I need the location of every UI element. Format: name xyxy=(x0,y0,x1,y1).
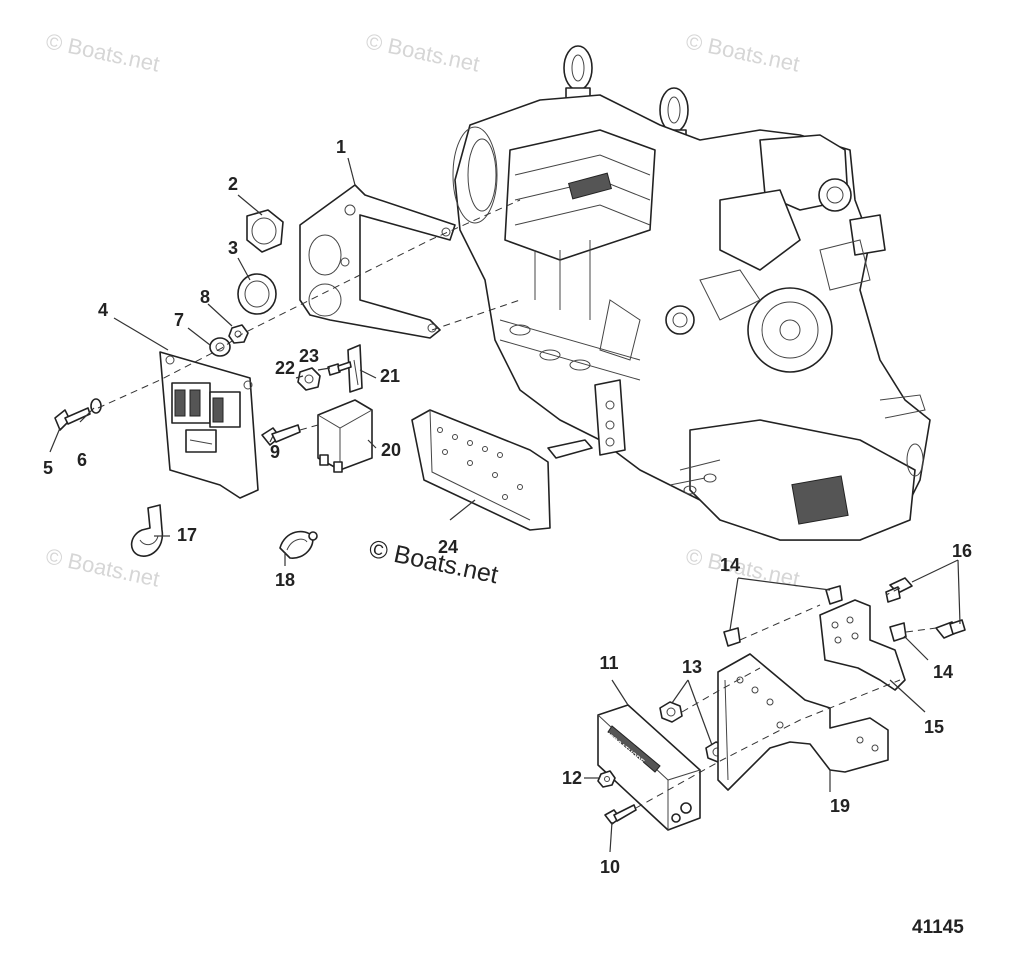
callout-12: 12 xyxy=(561,768,583,788)
callout-16: 16 xyxy=(951,541,973,561)
part-9-bolt xyxy=(261,424,301,446)
part-4-ecm xyxy=(159,351,259,499)
part-15-bracket xyxy=(819,599,906,691)
part-11-mercathode-module xyxy=(597,704,701,831)
part-21-clip xyxy=(347,344,363,393)
part-23-screw xyxy=(327,361,352,376)
leader-lines xyxy=(49,157,961,853)
assembly-lines xyxy=(97,199,937,809)
callout-1: 1 xyxy=(335,137,347,157)
callout-5: 5 xyxy=(42,458,54,478)
part-16-bolt xyxy=(885,577,966,639)
part-5-bolt xyxy=(54,407,91,431)
callout-14-right: 14 xyxy=(932,662,954,682)
part-6-washer xyxy=(90,398,102,414)
callout-19: 19 xyxy=(829,796,851,816)
part-7-nut xyxy=(209,337,231,357)
callout-9: 9 xyxy=(269,442,281,462)
part-14-screw xyxy=(723,585,907,647)
callout-15: 15 xyxy=(923,717,945,737)
part-12-nut xyxy=(597,770,616,788)
callout-4: 4 xyxy=(97,300,109,320)
part-3-grommet xyxy=(237,273,277,315)
callout-14-top: 14 xyxy=(719,555,741,575)
callout-2: 2 xyxy=(227,174,239,194)
part-8-nut xyxy=(228,324,249,344)
part-10-screw xyxy=(604,804,637,825)
part-24-plate xyxy=(411,409,593,531)
callout-7: 7 xyxy=(173,310,185,330)
callout-20: 20 xyxy=(380,440,402,460)
callout-24: 24 xyxy=(437,537,459,557)
callout-22: 22 xyxy=(274,358,296,378)
part-20-relay xyxy=(317,399,373,473)
callout-13: 13 xyxy=(681,657,703,677)
part-19-bracket xyxy=(717,653,889,791)
callout-18: 18 xyxy=(274,570,296,590)
callout-6: 6 xyxy=(76,450,88,470)
engine-assembly xyxy=(452,45,931,541)
figure-number: 41145 xyxy=(912,917,964,938)
callout-21: 21 xyxy=(379,366,401,386)
part-17-clamp xyxy=(130,504,164,557)
part-2-nut xyxy=(246,209,284,253)
part-18-clip xyxy=(279,530,318,559)
part-1-bracket xyxy=(299,184,456,339)
callout-10: 10 xyxy=(599,857,621,877)
callout-23: 23 xyxy=(298,346,320,366)
callout-3: 3 xyxy=(227,238,239,258)
callout-8: 8 xyxy=(199,287,211,307)
callout-11: 11 xyxy=(599,653,619,673)
part-22-nut xyxy=(297,367,321,391)
callout-17: 17 xyxy=(176,525,198,545)
